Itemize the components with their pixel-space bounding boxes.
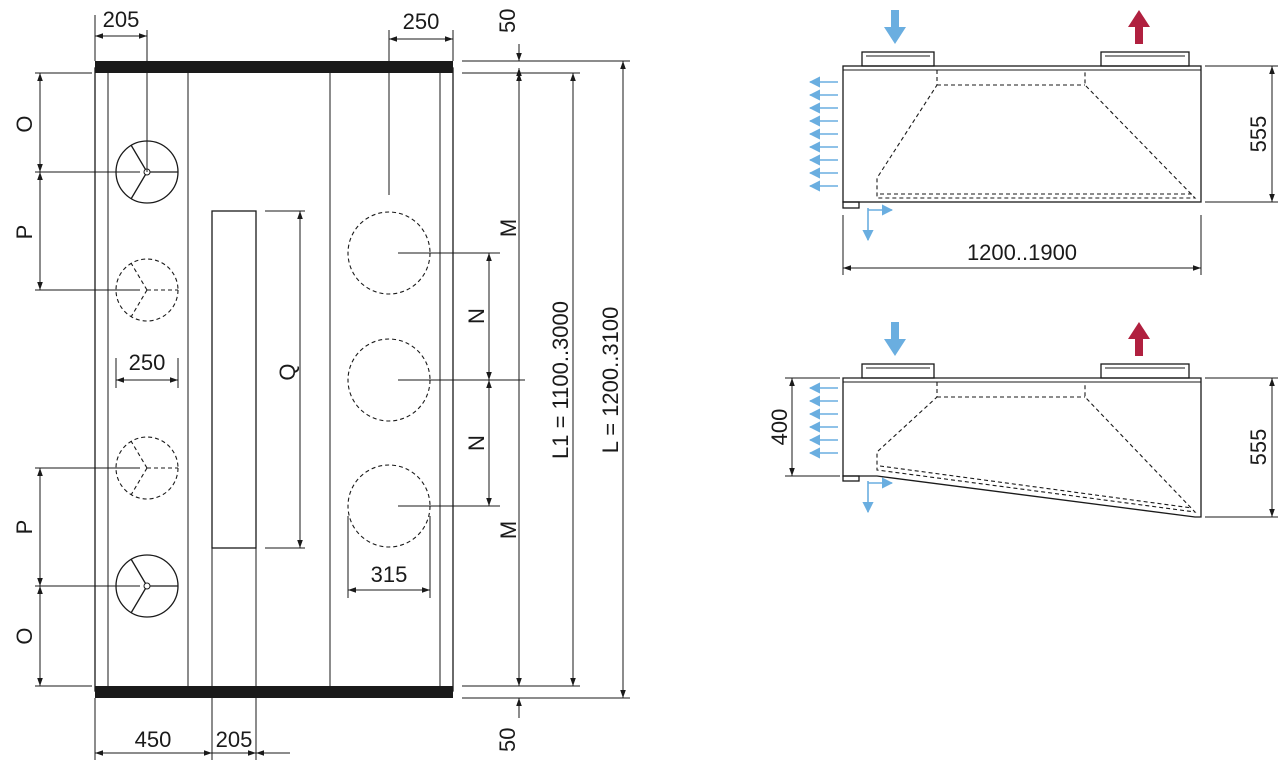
hood-body xyxy=(842,65,1202,203)
dim-p-top: P xyxy=(12,225,37,240)
dim-o-bottom: O xyxy=(12,627,37,644)
plan-view: 205 250 50 M N N M L1 = 1100..3000 L = 1… xyxy=(12,7,630,760)
dim-q: Q xyxy=(275,363,300,380)
supply-air-arrow-icon xyxy=(884,322,906,356)
dim-height-555-bottom: 555 xyxy=(1246,429,1271,466)
bottom-end-plate xyxy=(95,686,453,698)
top-end-plate xyxy=(95,61,453,73)
exhaust-spigot xyxy=(1100,51,1190,67)
supply-flow-arrows-icon xyxy=(808,76,838,192)
dim-bottom-450: 450 xyxy=(135,727,172,752)
dim-top-250: 250 xyxy=(403,9,440,34)
supply-spigot xyxy=(861,363,935,379)
dim-width: 1200..1900 xyxy=(967,240,1077,265)
dim-l1: L1 = 1100..3000 xyxy=(548,301,573,459)
down-flow-arrow-icon xyxy=(862,477,894,514)
hood-body xyxy=(842,377,1202,518)
dim-p-bottom: P xyxy=(12,520,37,535)
down-flow-arrow-icon xyxy=(862,204,894,242)
side-view-bottom: 400 555 xyxy=(767,322,1278,518)
dim-m-top: M xyxy=(496,219,521,237)
dim-n-bottom: N xyxy=(464,435,489,451)
fan-icon xyxy=(115,140,179,204)
supply-flow-arrows-icon xyxy=(808,382,838,459)
dim-mid-250: 250 xyxy=(129,350,166,375)
dim-l: L = 1200..3100 xyxy=(598,307,623,454)
exhaust-spigot xyxy=(1100,363,1190,379)
dim-height-555-top: 555 xyxy=(1246,116,1271,153)
light-panel xyxy=(211,210,257,549)
dim-bottom-205: 205 xyxy=(216,727,253,752)
fan-optional-icon xyxy=(115,258,179,322)
dim-n-top: N xyxy=(464,308,489,324)
dim-top-50: 50 xyxy=(495,9,520,33)
supply-air-arrow-icon xyxy=(884,10,906,44)
exhaust-air-arrow-icon xyxy=(1128,322,1150,356)
dim-top-205: 205 xyxy=(103,7,140,32)
exhaust-air-arrow-icon xyxy=(1128,10,1150,44)
dim-front-400: 400 xyxy=(767,409,792,446)
dim-315: 315 xyxy=(371,562,408,587)
dim-m-bottom: M xyxy=(496,521,521,539)
supply-spigot xyxy=(861,51,935,67)
side-view-top: 555 1200..1900 xyxy=(808,10,1278,275)
dim-o-top: O xyxy=(12,115,37,132)
dim-bottom-50: 50 xyxy=(495,728,520,752)
fan-optional-icon xyxy=(115,436,179,500)
